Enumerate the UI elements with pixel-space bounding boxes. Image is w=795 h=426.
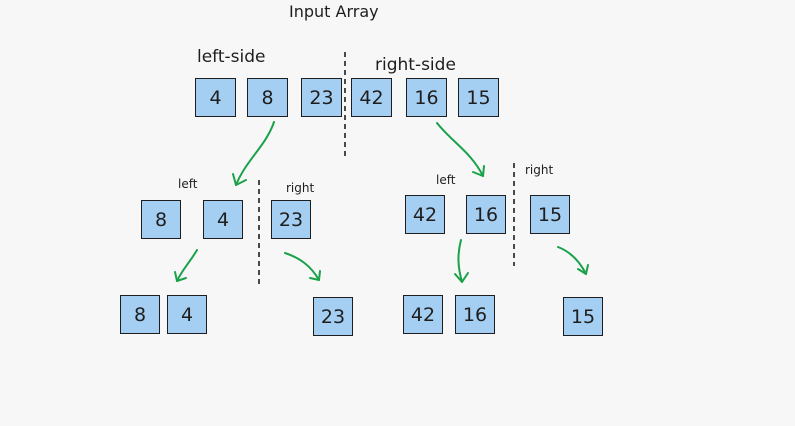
array-cell: 8	[247, 78, 288, 117]
array-cell: 15	[563, 297, 603, 336]
arrow-head	[577, 264, 589, 275]
level2-right-group-right-label: right	[525, 163, 554, 177]
array-cell: 8	[141, 200, 181, 239]
split-arrow	[235, 121, 275, 186]
level2-left-group-left-label: left	[178, 177, 198, 191]
arrow-head	[309, 270, 321, 281]
array-cell: 15	[530, 195, 570, 234]
arrow-head	[472, 165, 485, 177]
array-cell: 15	[458, 78, 499, 117]
split-arrow	[457, 239, 463, 283]
level2-right-group-left-label: left	[436, 173, 456, 187]
top-left-side-label: left-side	[197, 47, 266, 67]
array-cell: 16	[406, 78, 447, 117]
array-cell: 8	[120, 295, 160, 334]
array-cell: 23	[301, 78, 342, 117]
array-cell: 42	[405, 195, 445, 234]
array-cell: 4	[203, 200, 243, 239]
split-arrow	[557, 246, 587, 275]
array-cell: 16	[466, 195, 506, 234]
array-cell: 16	[455, 295, 495, 334]
arrow-head	[232, 173, 247, 186]
array-cell: 42	[351, 78, 392, 117]
diagram-title: Input Array	[289, 2, 379, 21]
array-cell: 42	[403, 295, 443, 334]
top-right-side-label: right-side	[375, 55, 456, 75]
array-cell: 4	[195, 78, 236, 117]
level2-left-group-right-label: right	[286, 181, 315, 195]
split-arrow	[176, 249, 198, 282]
split-arrow	[284, 252, 320, 281]
split-arrow	[436, 122, 484, 177]
array-cell: 23	[271, 200, 311, 239]
arrow-head	[454, 272, 469, 283]
array-cell: 4	[167, 295, 207, 334]
array-cell: 23	[313, 297, 353, 336]
arrow-head	[174, 271, 187, 282]
